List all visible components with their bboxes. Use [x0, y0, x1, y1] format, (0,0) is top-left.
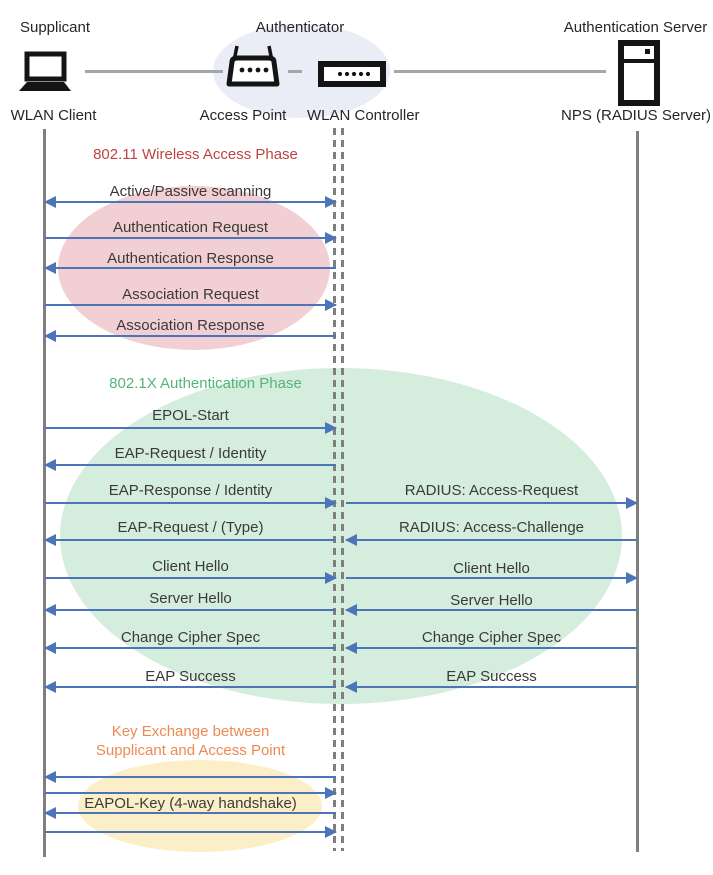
message-arrow	[44, 642, 336, 654]
message-label: Change Cipher Spec	[120, 629, 261, 646]
message-label: Client Hello	[453, 560, 530, 577]
message-arrow	[44, 262, 336, 274]
server-icon	[618, 40, 660, 111]
role-auth-server: Authentication Server	[563, 19, 708, 36]
node-access-point: Access Point	[199, 107, 287, 124]
message-arrow	[44, 771, 336, 783]
access-point-icon	[222, 44, 284, 97]
message-label: Server Hello	[450, 592, 533, 609]
message-label: EAP-Request / (Type)	[117, 519, 264, 536]
phase3-ellipse	[78, 760, 322, 852]
connector-client-ap	[85, 70, 223, 73]
lifeline-wlan-controller-dashed	[341, 128, 344, 851]
message-arrow	[44, 604, 336, 616]
message-arrow	[345, 534, 637, 546]
message-label: RADIUS: Access-Challenge	[398, 519, 585, 536]
message-arrow	[346, 497, 638, 509]
message-arrow	[345, 681, 637, 693]
message-arrow	[45, 787, 337, 799]
message-arrow	[346, 572, 638, 584]
message-arrow	[44, 330, 336, 342]
message-label: EAPOL-Key (4-way handshake)	[84, 795, 297, 812]
message-arrow	[44, 534, 336, 546]
lifeline-access-point-dashed	[333, 128, 336, 851]
message-label: Association Response	[116, 317, 265, 334]
message-label: RADIUS: Access-Request	[404, 482, 579, 499]
message-arrow	[44, 196, 337, 208]
message-arrow	[45, 422, 337, 434]
laptop-icon	[14, 50, 76, 99]
message-label: EAP-Response / Identity	[108, 482, 273, 499]
message-label: Authentication Response	[107, 250, 274, 267]
message-label: EPOL-Start	[152, 407, 229, 424]
message-label: Authentication Request	[112, 219, 269, 236]
message-arrow	[345, 642, 637, 654]
message-arrow	[44, 459, 336, 471]
connector-ap-controller	[288, 70, 302, 73]
message-arrow	[345, 604, 637, 616]
message-arrow	[45, 826, 337, 838]
lifeline-radius-server	[636, 131, 639, 852]
phase3-title-line2: Supplicant and Access Point	[95, 742, 286, 759]
phase1-title: 802.11 Wireless Access Phase	[93, 146, 298, 163]
message-arrow	[45, 497, 337, 509]
message-arrow	[45, 572, 337, 584]
node-wlan-client: WLAN Client	[10, 107, 97, 124]
message-arrow	[45, 299, 337, 311]
phase2-title: 802.1X Authentication Phase	[109, 375, 302, 392]
node-nps: NPS (RADIUS Server)	[561, 107, 712, 124]
role-authenticator: Authenticator	[255, 19, 345, 36]
node-wlan-controller: WLAN Controller	[307, 107, 420, 124]
phase3-title-line1: Key Exchange between	[111, 723, 270, 740]
message-label: Change Cipher Spec	[421, 629, 562, 646]
message-arrow	[45, 232, 337, 244]
message-label: EAP-Request / Identity	[114, 445, 267, 462]
connector-controller-server	[394, 70, 606, 73]
message-label: EAP Success	[446, 668, 537, 685]
lifeline-wlan-client	[43, 129, 46, 857]
message-label: Client Hello	[152, 558, 229, 575]
message-label: Active/Passive scanning	[109, 183, 272, 200]
wlan-controller-icon	[318, 61, 386, 92]
message-label: EAP Success	[145, 668, 236, 685]
message-arrow	[44, 681, 336, 693]
message-label: Association Request	[122, 286, 259, 303]
message-label: Server Hello	[149, 590, 232, 607]
message-arrow	[44, 807, 336, 819]
role-supplicant: Supplicant	[19, 19, 91, 36]
